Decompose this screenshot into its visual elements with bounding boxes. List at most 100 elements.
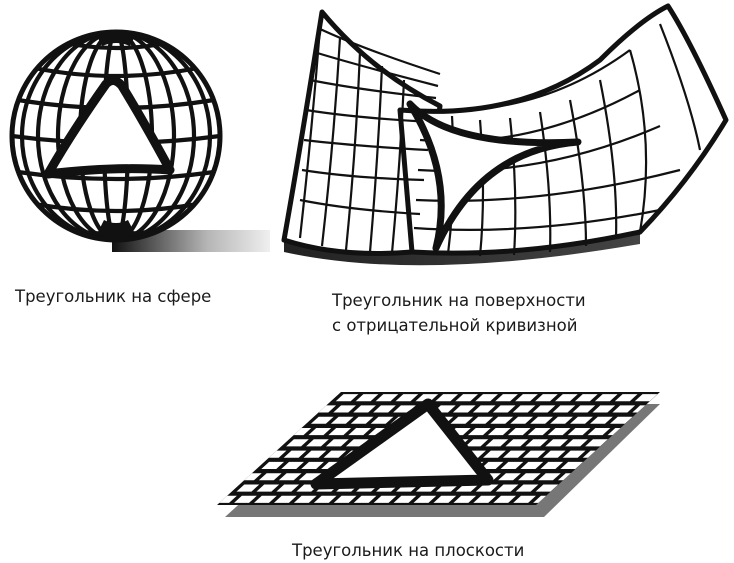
plane-grid-cell (452, 405, 476, 413)
plane-grid-cell (261, 461, 285, 469)
plane-grid-cell (590, 416, 613, 424)
plane-grid-cell (373, 405, 396, 413)
plane-grid-cell (527, 428, 551, 436)
plane-grid-cell (393, 405, 416, 413)
plane-grid-cell (587, 428, 611, 436)
plane-grid-cell (353, 405, 376, 413)
plane-grid-cell (433, 495, 457, 503)
plane-grid-cell (335, 394, 359, 402)
plane-grid-cell (470, 416, 494, 424)
plane-grid-cell (498, 473, 521, 481)
caption-saddle-line2: с отрицательной кривизной (332, 316, 578, 335)
plane-grid-cell (540, 461, 564, 469)
plane-figure (217, 392, 660, 517)
plane-grid-cell (574, 394, 598, 402)
plane-grid-cell (483, 450, 506, 458)
plane-grid-cell (594, 394, 618, 402)
plane-grid-cell (310, 416, 334, 424)
plane-grid-cell (308, 428, 332, 436)
plane-grid-cell (530, 416, 553, 424)
plane-grid-cell (415, 394, 439, 402)
plane-grid-cell (350, 416, 374, 424)
sphere-figure (9, 29, 270, 252)
saddle-triangle (406, 100, 582, 252)
plane-grid-cell (475, 484, 499, 492)
sphere-triangle (43, 76, 175, 179)
plane-grid-cell (480, 461, 504, 469)
plane-grid-cell (612, 405, 636, 413)
plane-grid-cell (306, 439, 329, 447)
plane-grid-cell (505, 439, 529, 447)
plane-grid-cell (535, 484, 559, 492)
plane-grid-cell (490, 416, 514, 424)
plane-grid-cell (333, 405, 357, 413)
plane-grid-cell (301, 461, 324, 469)
caption-saddle-line1: Треугольник на поверхности (332, 291, 586, 310)
plane-grid-cell (555, 394, 578, 402)
plane-grid-cell (328, 428, 352, 436)
plane-grid-cell (592, 405, 616, 413)
plane-grid-cell (545, 439, 569, 447)
plane-grid-cell (475, 394, 498, 402)
plane-grid-cell (492, 405, 516, 413)
plane-grid-cell (502, 450, 526, 458)
plane-grid-cell (525, 439, 549, 447)
saddle-base-shadow (284, 230, 640, 266)
plane-grid-cell (453, 495, 477, 503)
plane-grid-cell (373, 495, 397, 503)
plane-grid-cell (273, 495, 297, 503)
plane-grid-cell (560, 461, 584, 469)
plane-grid-cell (512, 405, 536, 413)
plane-grid-cell (393, 495, 417, 503)
caption-plane: Треугольник на плоскости (292, 541, 525, 560)
plane-grid-cell (634, 394, 658, 402)
plane-grid-cell (493, 495, 516, 503)
plane-grid-cell (614, 394, 638, 402)
plane-grid-cell (345, 439, 369, 447)
plane-grid-cell (513, 495, 536, 503)
saddle-figure (281, 3, 729, 266)
plane-grid-cell (473, 495, 497, 503)
plane-grid-cell (298, 473, 322, 481)
plane-grid-cell (535, 394, 558, 402)
plane-grid-cell (254, 495, 277, 503)
plane-grid-cell (518, 473, 541, 481)
plane-grid-cell (510, 416, 534, 424)
plane-grid-cell (450, 416, 474, 424)
plane-grid-cell (654, 394, 660, 402)
plane-grid-cell (278, 473, 302, 481)
plane-grid-cell (435, 394, 459, 402)
plane-grid-cell (465, 439, 489, 447)
plane-grid-cell (330, 416, 354, 424)
plane-grid-cell (567, 428, 591, 436)
plane-grid-cell (256, 484, 280, 492)
plane-grid-cell (395, 394, 419, 402)
plane-grid-cell (258, 473, 282, 481)
plane-grid-cell (562, 450, 586, 458)
plane-grid-cell (570, 416, 593, 424)
plane-grid-cell (293, 495, 317, 503)
plane-triangle (310, 398, 494, 490)
plane-grid-cell (286, 439, 309, 447)
plane-grid-cell (276, 484, 300, 492)
plane-grid-cell (550, 416, 573, 424)
plane-grid-cell (515, 484, 539, 492)
plane-grid-cell (313, 495, 337, 503)
plane-grid-cell (485, 439, 509, 447)
plane-grid-cell (547, 428, 571, 436)
plane-grid-cell (572, 405, 596, 413)
plane-grid-cell (515, 394, 538, 402)
plane-grid-cell (303, 450, 327, 458)
plane-grid-cell (234, 495, 257, 503)
plane-grid-cell (455, 394, 479, 402)
plane-grid-cell (325, 439, 349, 447)
plane-grid-cell (353, 495, 377, 503)
plane-grid-cell (348, 428, 372, 436)
plane-grid-cell (520, 461, 544, 469)
plane-grid-cell (467, 428, 491, 436)
plane-grid-cell (500, 461, 524, 469)
plane-grid-cell (455, 484, 479, 492)
plane-grid-cell (522, 450, 546, 458)
plane-grid-cell (472, 405, 496, 413)
